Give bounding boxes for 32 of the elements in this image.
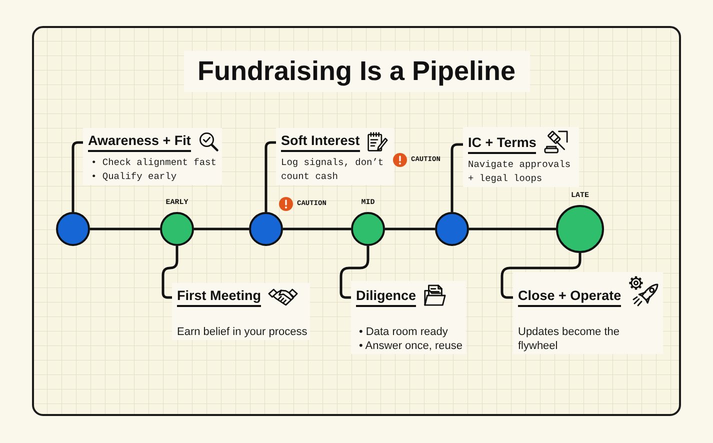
bullet-item: • Check alignment fast <box>91 156 216 170</box>
bullet-item: • Answer once, reuse <box>359 339 463 353</box>
text-panel <box>463 127 579 187</box>
leader-line <box>340 246 370 299</box>
bullet-item: • Data room ready <box>359 325 448 339</box>
leader-line <box>500 253 582 299</box>
description: Log signals, don’t count cash <box>281 156 385 184</box>
connector-line <box>194 228 249 230</box>
connector-line <box>90 228 160 230</box>
connector-line <box>385 228 435 230</box>
description: Updates become the flywheel <box>518 325 621 353</box>
heading: Diligence <box>356 288 416 307</box>
description: Navigate approvals + legal loops <box>468 158 572 186</box>
connector-line <box>283 228 351 230</box>
text-panel <box>172 283 310 340</box>
leader-line <box>264 141 276 212</box>
title: Fundraising Is a Pipeline <box>183 51 530 92</box>
text-panel <box>276 128 394 185</box>
heading: Awareness + Fit <box>88 133 191 152</box>
leader-line <box>72 141 83 212</box>
text-panel <box>83 128 222 185</box>
heading: Close + Operate <box>518 288 622 307</box>
text-panel <box>351 281 466 354</box>
leader-line <box>162 246 178 299</box>
heading: Soft Interest <box>281 133 360 152</box>
heading: IC + Terms <box>468 135 536 154</box>
connector-line <box>469 228 556 230</box>
bullet-item: • Qualify early <box>91 170 177 184</box>
heading: First Meeting <box>177 288 262 307</box>
description: Earn belief in your process <box>177 325 308 339</box>
leader-line <box>450 143 463 212</box>
text-panel <box>513 272 664 354</box>
